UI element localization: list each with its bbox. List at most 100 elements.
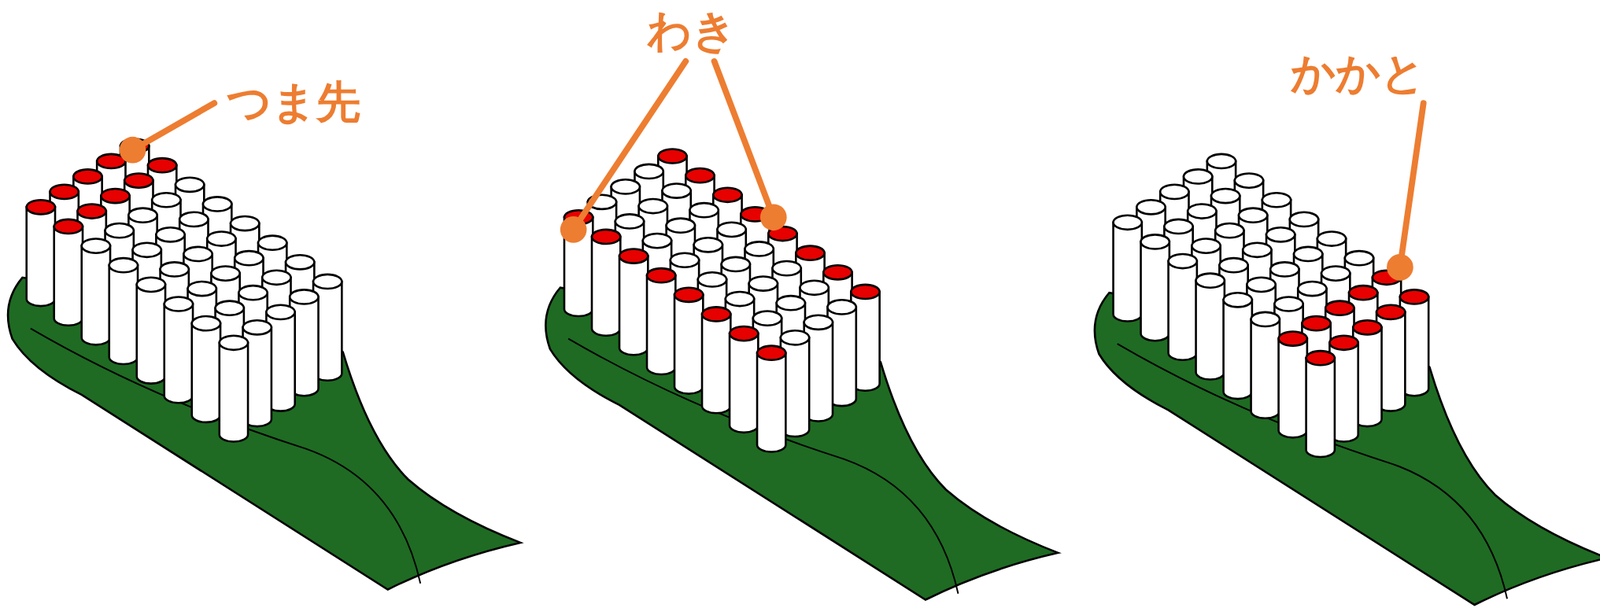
bristle-tuft	[1196, 280, 1225, 381]
tuft-top	[109, 258, 138, 273]
tuft-top	[188, 281, 217, 296]
tuft-top	[81, 239, 111, 254]
bristle-tuft	[702, 314, 731, 414]
tuft-top	[642, 233, 672, 248]
tuft-top	[1211, 188, 1240, 204]
tuft-top	[1348, 285, 1378, 300]
tuft-top	[685, 168, 714, 183]
tuft-top	[133, 243, 162, 258]
tuft-top	[160, 262, 189, 277]
tuft-top	[634, 164, 663, 179]
bristle-tuft	[619, 256, 648, 356]
tuft-top	[729, 326, 758, 341]
tuft-top	[1215, 223, 1244, 238]
tuft-top	[780, 330, 810, 345]
tuft-top	[1168, 254, 1198, 269]
tuft-top	[1207, 154, 1236, 169]
tuft-top	[1306, 351, 1335, 366]
bristle-tuft	[164, 304, 193, 404]
tuft-top	[1238, 208, 1268, 223]
bristle-tuft	[757, 353, 786, 453]
tuft-top	[694, 237, 723, 252]
tuft-top	[210, 266, 240, 281]
tuft-top	[1317, 231, 1346, 246]
tuft-top	[258, 236, 287, 251]
tuft-top	[175, 177, 204, 193]
tuft-top	[1321, 266, 1350, 281]
tuft-top	[289, 289, 318, 304]
leader-lines	[119, 61, 1424, 281]
tuft-top	[591, 229, 621, 244]
leader-dot	[560, 216, 588, 244]
tuft-top	[262, 270, 291, 285]
tuft-top	[1262, 192, 1291, 207]
tuft-top	[713, 188, 742, 203]
tuft-top	[744, 241, 773, 256]
tuft-top	[721, 257, 751, 272]
tuft-top	[183, 247, 212, 262]
tuft-top	[1278, 332, 1308, 347]
tuft-top	[54, 219, 83, 234]
tuft-top	[266, 305, 295, 320]
part-label: つま先	[226, 80, 361, 125]
tuft-top	[674, 288, 703, 303]
tuft-top	[285, 254, 315, 270]
tuft-top	[105, 223, 134, 238]
tuft-top	[164, 296, 193, 311]
tuft-top	[772, 261, 801, 276]
tuft-top	[1329, 336, 1358, 351]
bristle-tuft	[646, 275, 676, 375]
tuft-top	[179, 212, 208, 227]
tuft-top	[1246, 277, 1275, 292]
bristle-tuft	[1223, 299, 1253, 400]
tuft-top	[151, 192, 181, 207]
tuft-top	[1113, 215, 1142, 230]
tuft-top	[203, 196, 232, 211]
tuft-top	[776, 295, 806, 311]
leader-line	[714, 61, 774, 218]
bristle-tuft	[26, 206, 56, 307]
tuft-top	[611, 179, 640, 194]
bristle-tuft	[729, 333, 758, 433]
tuft-top	[698, 272, 727, 287]
tuft-top	[1289, 212, 1319, 227]
tuft-top	[850, 284, 880, 300]
tuft-top	[1242, 243, 1272, 258]
tuft-top	[219, 336, 248, 351]
tuft-top	[1136, 199, 1165, 215]
tuft-top	[155, 227, 185, 242]
bristle-tuft	[81, 246, 111, 346]
tuft-top	[804, 315, 833, 330]
tuft-top	[26, 199, 56, 215]
bristle-tuft	[1168, 261, 1198, 361]
leader-line	[1400, 103, 1424, 268]
tuft-top	[639, 199, 668, 214]
part-label: わき	[646, 8, 737, 53]
leader-dot	[119, 136, 147, 164]
tuft-top	[725, 291, 754, 307]
tuft-top	[1219, 258, 1248, 273]
tuft-top	[1274, 296, 1303, 311]
tuft-top	[192, 316, 221, 331]
tuft-top	[1163, 219, 1193, 234]
tuft-top	[1301, 316, 1331, 331]
bristle-tuft	[1251, 319, 1280, 419]
bristle-tuft	[1141, 241, 1170, 341]
tuft-top	[827, 299, 857, 315]
bristle-tuft	[674, 295, 703, 395]
tuft-top	[619, 248, 648, 263]
tuft-top	[238, 285, 267, 300]
brush	[1094, 154, 1600, 606]
tuft-top	[795, 246, 825, 261]
leader-line	[133, 103, 215, 151]
tuft-top	[800, 280, 829, 296]
tuft-top	[73, 169, 102, 184]
bristle-tuft	[136, 284, 166, 385]
tuft-top	[716, 222, 746, 237]
leader-dot	[760, 203, 788, 231]
tuft-top	[1160, 184, 1189, 200]
tuft-top	[1196, 273, 1225, 289]
tuft-top	[1187, 203, 1216, 219]
leader-line	[573, 61, 687, 230]
handle-line	[568, 339, 958, 595]
